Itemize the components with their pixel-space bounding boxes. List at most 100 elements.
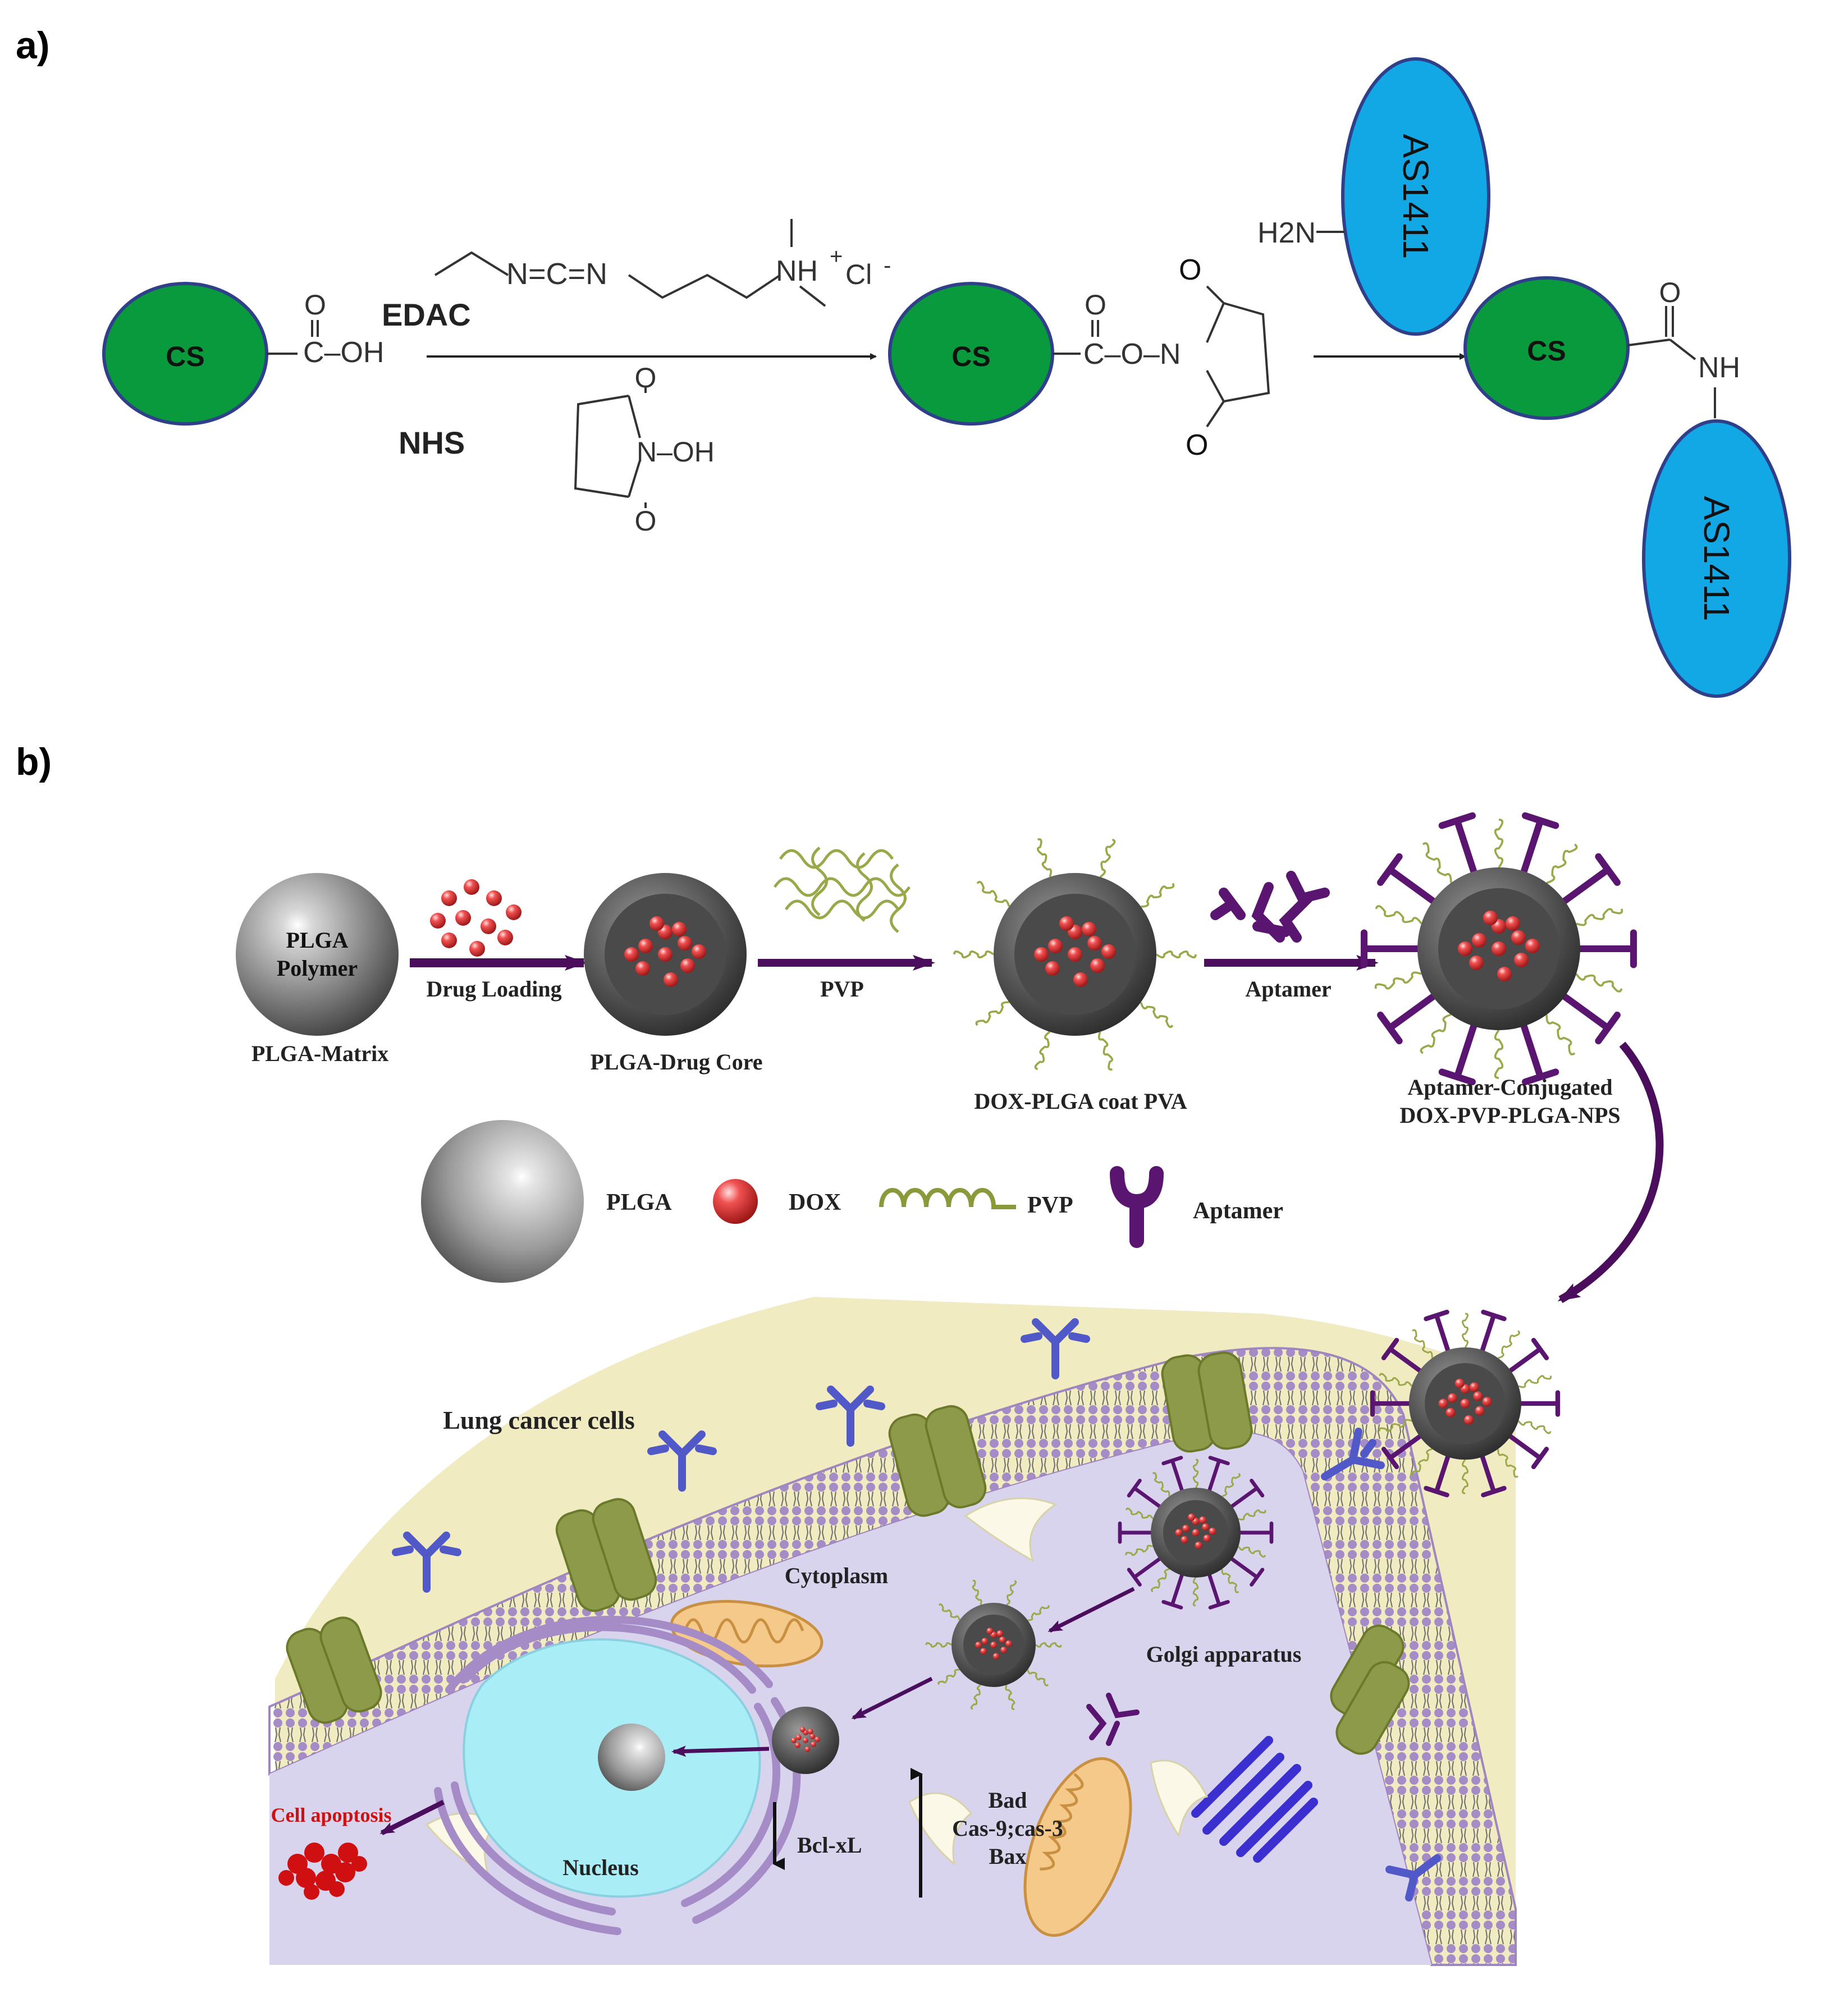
dox-molecule: [999, 1636, 1006, 1643]
np-outside-cell: [1370, 1309, 1561, 1498]
dox-cluster-icon: [430, 879, 521, 957]
dox-molecule: [1438, 1398, 1448, 1409]
aptamer-strand: [1238, 1521, 1274, 1544]
dox-molecule: [1090, 958, 1105, 973]
dox-molecule: [638, 939, 653, 953]
pvp-strand: [938, 1603, 960, 1621]
legend-dox-swatch: [713, 1179, 758, 1224]
aptamer-strand: [1508, 1434, 1549, 1469]
pvp-strand: [1237, 1546, 1266, 1558]
dox-molecule: [1445, 1407, 1456, 1418]
pvp-strand: [1125, 1507, 1154, 1520]
dox-molecule: [1458, 941, 1472, 956]
pvp-strand: [1238, 1509, 1266, 1521]
pvp-strand: [1494, 1029, 1504, 1079]
dox-molecule: [1525, 939, 1540, 953]
legend: PLGA DOX PVP Aptamer: [421, 1120, 1283, 1283]
dox-molecule: [1447, 1393, 1457, 1403]
pvp-strand: [1222, 1473, 1241, 1497]
legend-pvp-label: PVP: [1027, 1192, 1073, 1218]
pvp-strand: [1155, 950, 1197, 959]
aptamer-strand: [1561, 853, 1621, 904]
dox-molecule: [799, 1726, 806, 1732]
cs-particle-3: CS: [1463, 276, 1630, 420]
dox-molecule: [1048, 939, 1063, 953]
step-label-aptamer: Aptamer: [1245, 976, 1331, 1002]
dox-molecule: [1199, 1516, 1206, 1524]
membrane-proteins: [286, 1351, 1410, 1755]
edac-label: EDAC: [382, 297, 471, 332]
aptamer-label: AS1411: [1696, 496, 1737, 621]
aptamer-strand: [1561, 993, 1621, 1045]
apoptosis-cluster: [278, 1843, 367, 1900]
pvp-strand: [972, 1580, 982, 1606]
cs-label: CS: [951, 341, 990, 372]
aptamer-strand: [1161, 1573, 1184, 1610]
dox-molecule: [1460, 1398, 1470, 1409]
edac-nnc: N=C=N: [506, 257, 607, 291]
np-near-nucleus: [772, 1707, 839, 1774]
dox-molecule: [1182, 1525, 1190, 1532]
carboxyl-oxygen: O: [304, 289, 326, 321]
step-label-pvp: PVP: [820, 976, 864, 1002]
plga-inner-line-1: PLGA: [286, 927, 348, 953]
aptamer-strand: [1370, 1390, 1412, 1417]
edac-structure: [434, 219, 826, 307]
step-label-drug-loading: Drug Loading: [426, 976, 561, 1002]
pvp-strand: [1037, 838, 1053, 877]
aptamer-strand: [1438, 812, 1477, 875]
dox-molecule: [1181, 1536, 1188, 1543]
dox-molecule: [1188, 1514, 1195, 1521]
dox-molecule: [692, 944, 706, 959]
pvp-strand: [975, 1001, 1009, 1026]
aptamer-as1411-bottom: AS1411: [1642, 419, 1791, 698]
label-apoptosis: Cell apoptosis: [271, 1804, 391, 1826]
nhs-o-top: O: [635, 362, 657, 394]
aptamer-cluster-icon: [1210, 871, 1330, 943]
dox-molecule: [980, 1648, 987, 1655]
stage-label-core: PLGA-Drug Core: [591, 1049, 763, 1075]
pvp-strand: [976, 881, 1010, 907]
dox-molecule: [649, 916, 664, 931]
dox-molecule: [1192, 1529, 1200, 1537]
legend-pvp-swatch: [879, 1188, 1016, 1209]
pvp-strand: [1035, 1642, 1062, 1648]
dox-molecule: [811, 1741, 816, 1747]
pvp-strand: [925, 1642, 952, 1648]
dox-molecule: [1068, 947, 1082, 962]
aptamer-strand: [1381, 1434, 1422, 1469]
dox-molecule: [1087, 936, 1102, 950]
succinimide-o-top: O: [1179, 254, 1201, 286]
nhs-structure: [574, 387, 647, 508]
arrow-apoptosis: [379, 1799, 445, 1836]
aptamer-strand: [1480, 1454, 1507, 1498]
np-entering: [1118, 1456, 1274, 1610]
edac-chloride: Cl: [845, 259, 872, 290]
stage-label-conj-line-1: Aptamer-Conjugated: [1407, 1075, 1612, 1100]
dox-molecule: [1497, 967, 1512, 981]
dox-molecule: [1464, 1415, 1474, 1425]
pvp-strand: [1140, 1002, 1174, 1028]
dox-molecule: [815, 1736, 820, 1743]
legend-aptamer-label: Aptamer: [1193, 1198, 1283, 1224]
label-bax: Bax: [989, 1844, 1027, 1869]
membrane-receptors: [392, 1318, 1441, 1901]
amine-group: H2N: [1257, 217, 1316, 249]
pvp-strand: [1141, 883, 1175, 908]
pvp-strand: [1099, 838, 1116, 878]
aptamer-strand: [1127, 1478, 1161, 1508]
pvp-strand: [1378, 1419, 1412, 1432]
dox-molecule: [981, 1638, 989, 1645]
cs-label: CS: [166, 341, 204, 372]
aptamer-strand: [1127, 1557, 1161, 1587]
aptamer-strand: [1377, 853, 1437, 904]
label-bad: Bad: [989, 1788, 1027, 1813]
succinimide-o-bottom: O: [1186, 429, 1208, 461]
mitochondrion-2: [1023, 1757, 1132, 1937]
dox-molecule: [1203, 1534, 1211, 1542]
dox-molecule: [791, 1738, 797, 1743]
pvp-strand: [1379, 1373, 1413, 1387]
pvp-strands-icon: [773, 847, 911, 933]
panel-b-label: b): [16, 740, 52, 783]
pvp-strand: [970, 1684, 981, 1710]
